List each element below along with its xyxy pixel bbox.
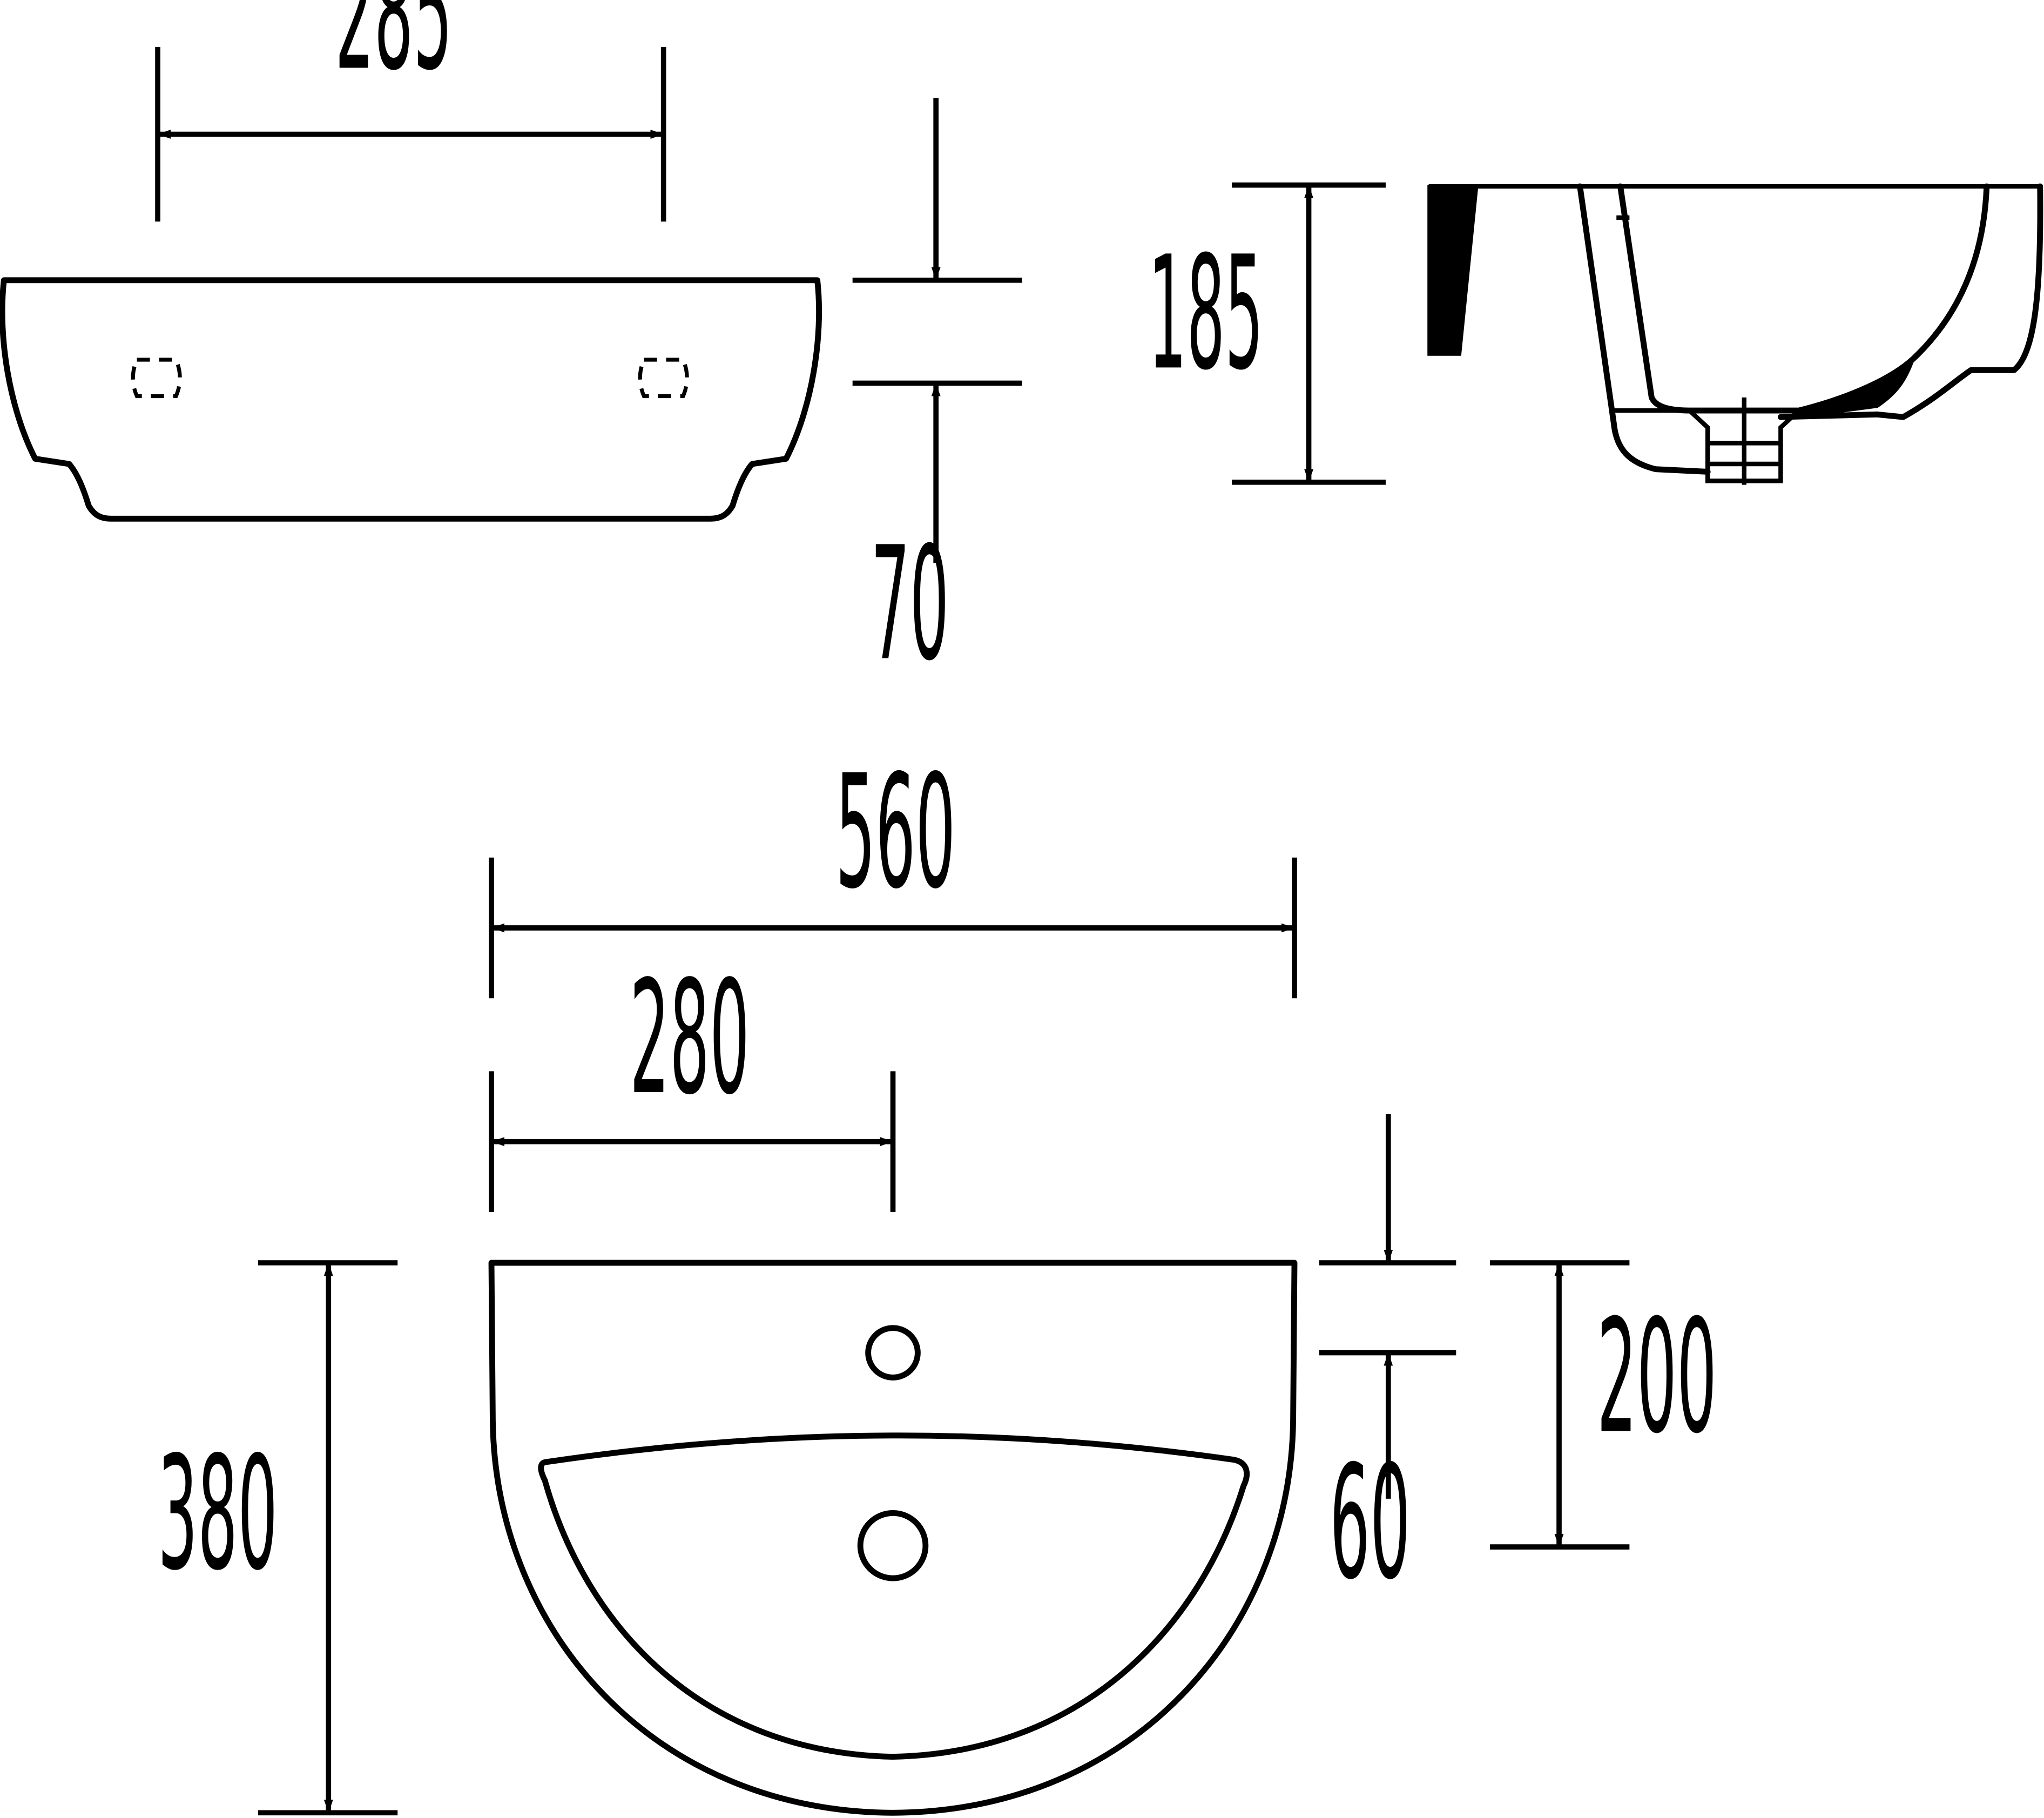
plan-view: 560 280 380 60 200 — [158, 742, 1717, 1816]
basin-section-fill — [1797, 357, 1915, 419]
basin-inner-profile — [1617, 183, 1990, 414]
fixing-slot-left — [131, 358, 182, 399]
dimension-label-60: 60 — [1330, 1432, 1411, 1614]
waste-outlet — [1688, 397, 1801, 485]
rear-view: 285 70 — [0, 0, 1022, 696]
side-section-view: 185 — [1149, 182, 2043, 485]
wall-bracket — [1427, 185, 1479, 356]
rear-view-outline — [0, 277, 822, 522]
waste-hole — [857, 1510, 929, 1581]
tap-hole — [865, 1325, 921, 1381]
dimension-label-285: 285 — [335, 0, 452, 105]
basin-outline — [488, 1260, 1298, 1816]
dimension-label-380: 380 — [158, 1423, 278, 1605]
basin-outer-profile — [1577, 183, 2043, 475]
dimension-label-70: 70 — [871, 514, 949, 696]
dimension-label-185: 185 — [1149, 223, 1263, 405]
dimension-label-200: 200 — [1597, 1286, 1717, 1468]
bowl-outline — [538, 1432, 1250, 1760]
fixing-slot-right — [638, 358, 689, 399]
dimension-label-280: 280 — [630, 947, 750, 1129]
dimension-label-560: 560 — [835, 742, 955, 924]
